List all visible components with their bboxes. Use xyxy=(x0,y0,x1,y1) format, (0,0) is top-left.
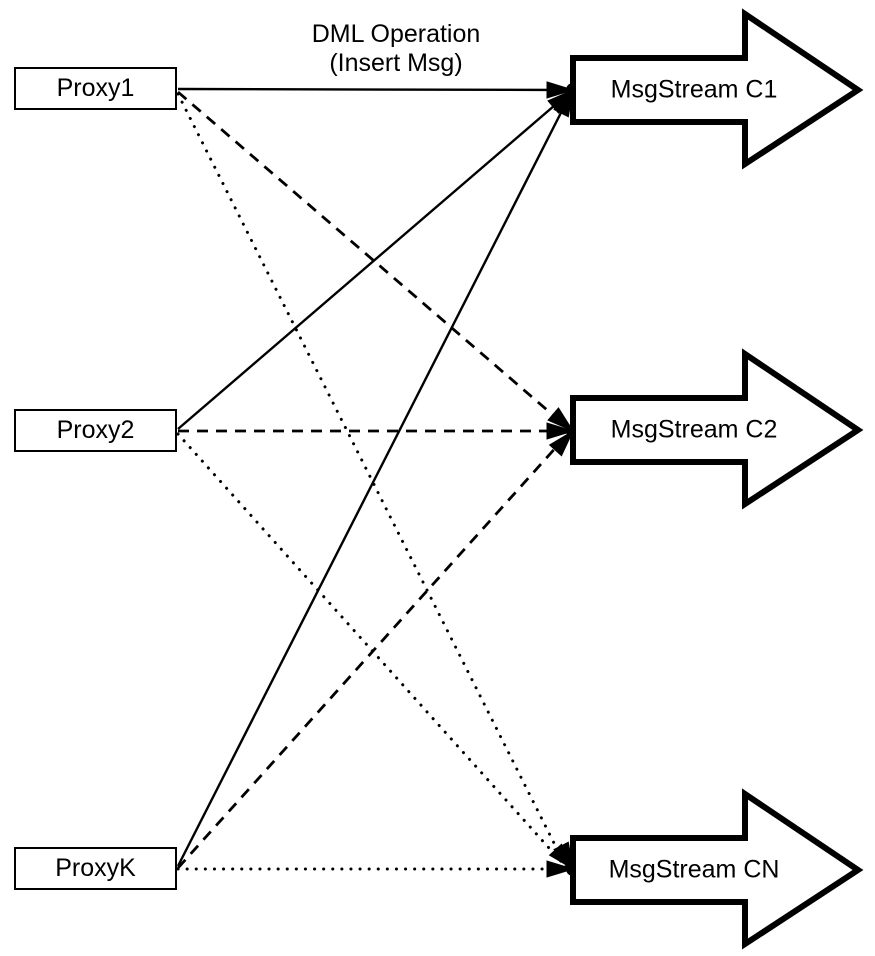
proxy-proxyk[interactable]: ProxyK xyxy=(14,847,177,890)
stream-label: MsgStream C2 xyxy=(611,416,778,444)
stream-stream_cn[interactable]: MsgStream CN xyxy=(570,788,864,950)
proxy-label: Proxy2 xyxy=(57,416,135,444)
arrowhead-prong xyxy=(546,81,575,99)
stream-shape xyxy=(570,788,864,950)
edge-label-dml-operation: DML Operation (Insert Msg) xyxy=(312,20,481,77)
edge-pk-c1 xyxy=(176,94,572,867)
proxy-proxy1[interactable]: Proxy1 xyxy=(14,67,177,110)
edge-label-line2: (Insert Msg) xyxy=(329,49,462,77)
arrowhead-prong xyxy=(546,422,575,440)
streams-layer: MsgStream C1 MsgStream C2 MsgStream CN xyxy=(570,8,864,950)
stream-stream_c2[interactable]: MsgStream C2 xyxy=(570,348,864,510)
edge-p1-c1 xyxy=(177,87,570,92)
stream-label: MsgStream C1 xyxy=(611,76,778,104)
edges-layer xyxy=(176,87,572,871)
edge-pk-c2 xyxy=(176,433,570,869)
arrowhead-prong xyxy=(546,860,575,878)
edge-p1-cn xyxy=(176,92,568,869)
stream-stream_c1[interactable]: MsgStream C1 xyxy=(570,8,864,170)
arrowhead-prong xyxy=(548,843,575,871)
arrowhead-prong xyxy=(547,407,575,433)
edge-p2-c1 xyxy=(177,92,570,430)
proxy-box xyxy=(14,67,177,110)
proxy-box xyxy=(14,409,177,452)
arrowhead-prong xyxy=(548,429,575,457)
stream-label: MsgStream CN xyxy=(609,856,780,884)
stream-shape xyxy=(570,8,864,170)
proxy-proxy2[interactable]: Proxy2 xyxy=(14,409,177,452)
stream-shape xyxy=(570,348,864,510)
proxy-label: Proxy1 xyxy=(57,74,135,102)
arrowheads-layer xyxy=(546,81,580,878)
edge-label-line1: DML Operation xyxy=(312,20,481,48)
proxy-box xyxy=(14,847,177,890)
proxy-label: ProxyK xyxy=(55,854,136,882)
